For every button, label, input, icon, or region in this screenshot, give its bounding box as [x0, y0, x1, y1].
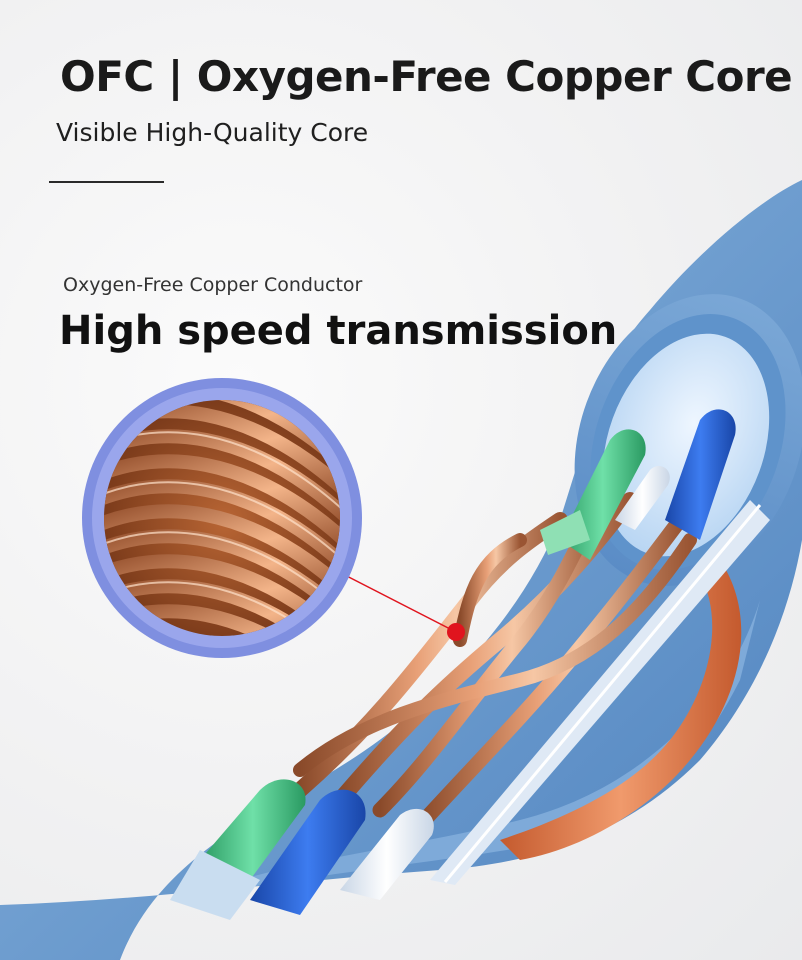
feature-headline: High speed transmission [59, 308, 618, 354]
green-insulation [200, 779, 306, 880]
page-title: OFC | Oxygen-Free Copper Core [60, 52, 793, 101]
title-divider [49, 181, 164, 183]
white-insulation [340, 808, 434, 900]
orange-wire [500, 560, 742, 860]
copper-coil-closeup [104, 400, 340, 636]
page-subtitle: Visible High-Quality Core [56, 118, 369, 147]
feature-label: Oxygen-Free Copper Conductor [63, 274, 363, 296]
red-dot-icon [447, 623, 465, 641]
cable-jacket [0, 180, 802, 960]
blue-insulation [250, 789, 366, 915]
callout-line [334, 569, 457, 633]
